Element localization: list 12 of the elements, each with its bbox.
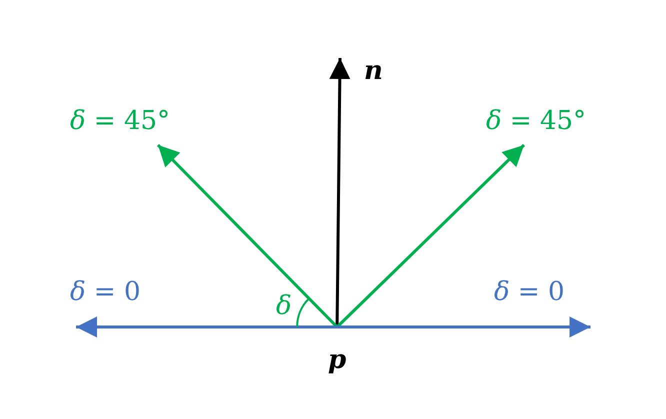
angle-label: δ = 45°	[70, 108, 170, 147]
arrow	[337, 316, 591, 338]
angle-label: δ = 45°	[486, 108, 586, 147]
angle-symbol: δ	[276, 293, 292, 319]
angle-label: δ = 0	[494, 279, 591, 327]
arrow	[156, 144, 338, 328]
angle-label: δ = 0	[70, 279, 141, 327]
vector-label: n	[340, 58, 383, 84]
point-label: p	[328, 327, 346, 373]
arrow	[76, 316, 338, 338]
arrow	[336, 144, 526, 328]
arrow	[329, 58, 350, 328]
